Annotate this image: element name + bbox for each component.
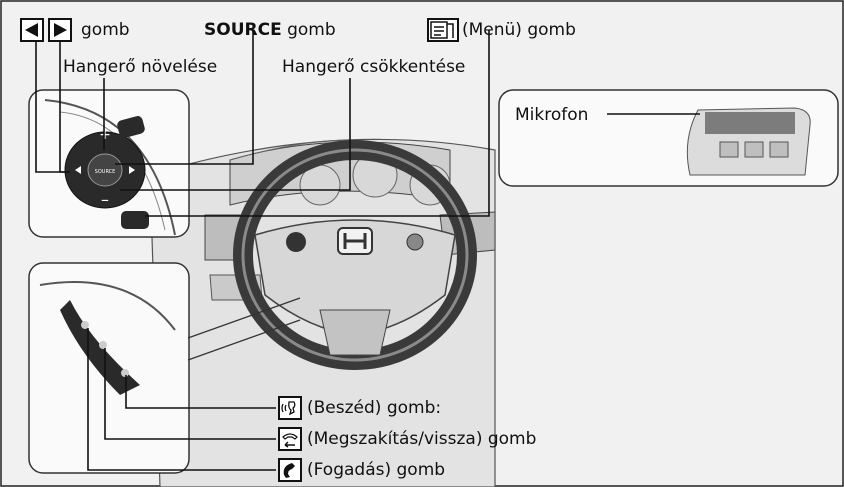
left-arrow-icon [20,18,44,42]
source-suffix: gomb [287,20,336,40]
pickup-label: (Fogadás) gomb [307,460,445,480]
volume-down-label: Hangerő csökkentése [282,57,465,77]
source-label: SOURCE gomb [204,20,336,40]
minus-mark: – [101,190,109,209]
phone-switch-inset [29,263,189,473]
talk-icon [278,396,302,420]
source-word: SOURCE [204,20,282,40]
menu-label: (Menü) gomb [462,20,576,40]
volume-up-label: Hangerő növelése [63,57,217,77]
right-arrow-icon [48,18,72,42]
talk-label: (Beszéd) gomb: [307,398,441,418]
plus-mark: + [99,127,111,143]
source-mark: SOURCE [95,169,116,175]
arrows-label: gomb [81,20,130,40]
hangup-icon [278,427,302,451]
menu-icon [427,18,459,42]
microphone-label: Mikrofon [515,105,588,125]
pickup-icon [278,458,302,482]
hangup-label: (Megszakítás/vissza) gomb [307,429,536,449]
